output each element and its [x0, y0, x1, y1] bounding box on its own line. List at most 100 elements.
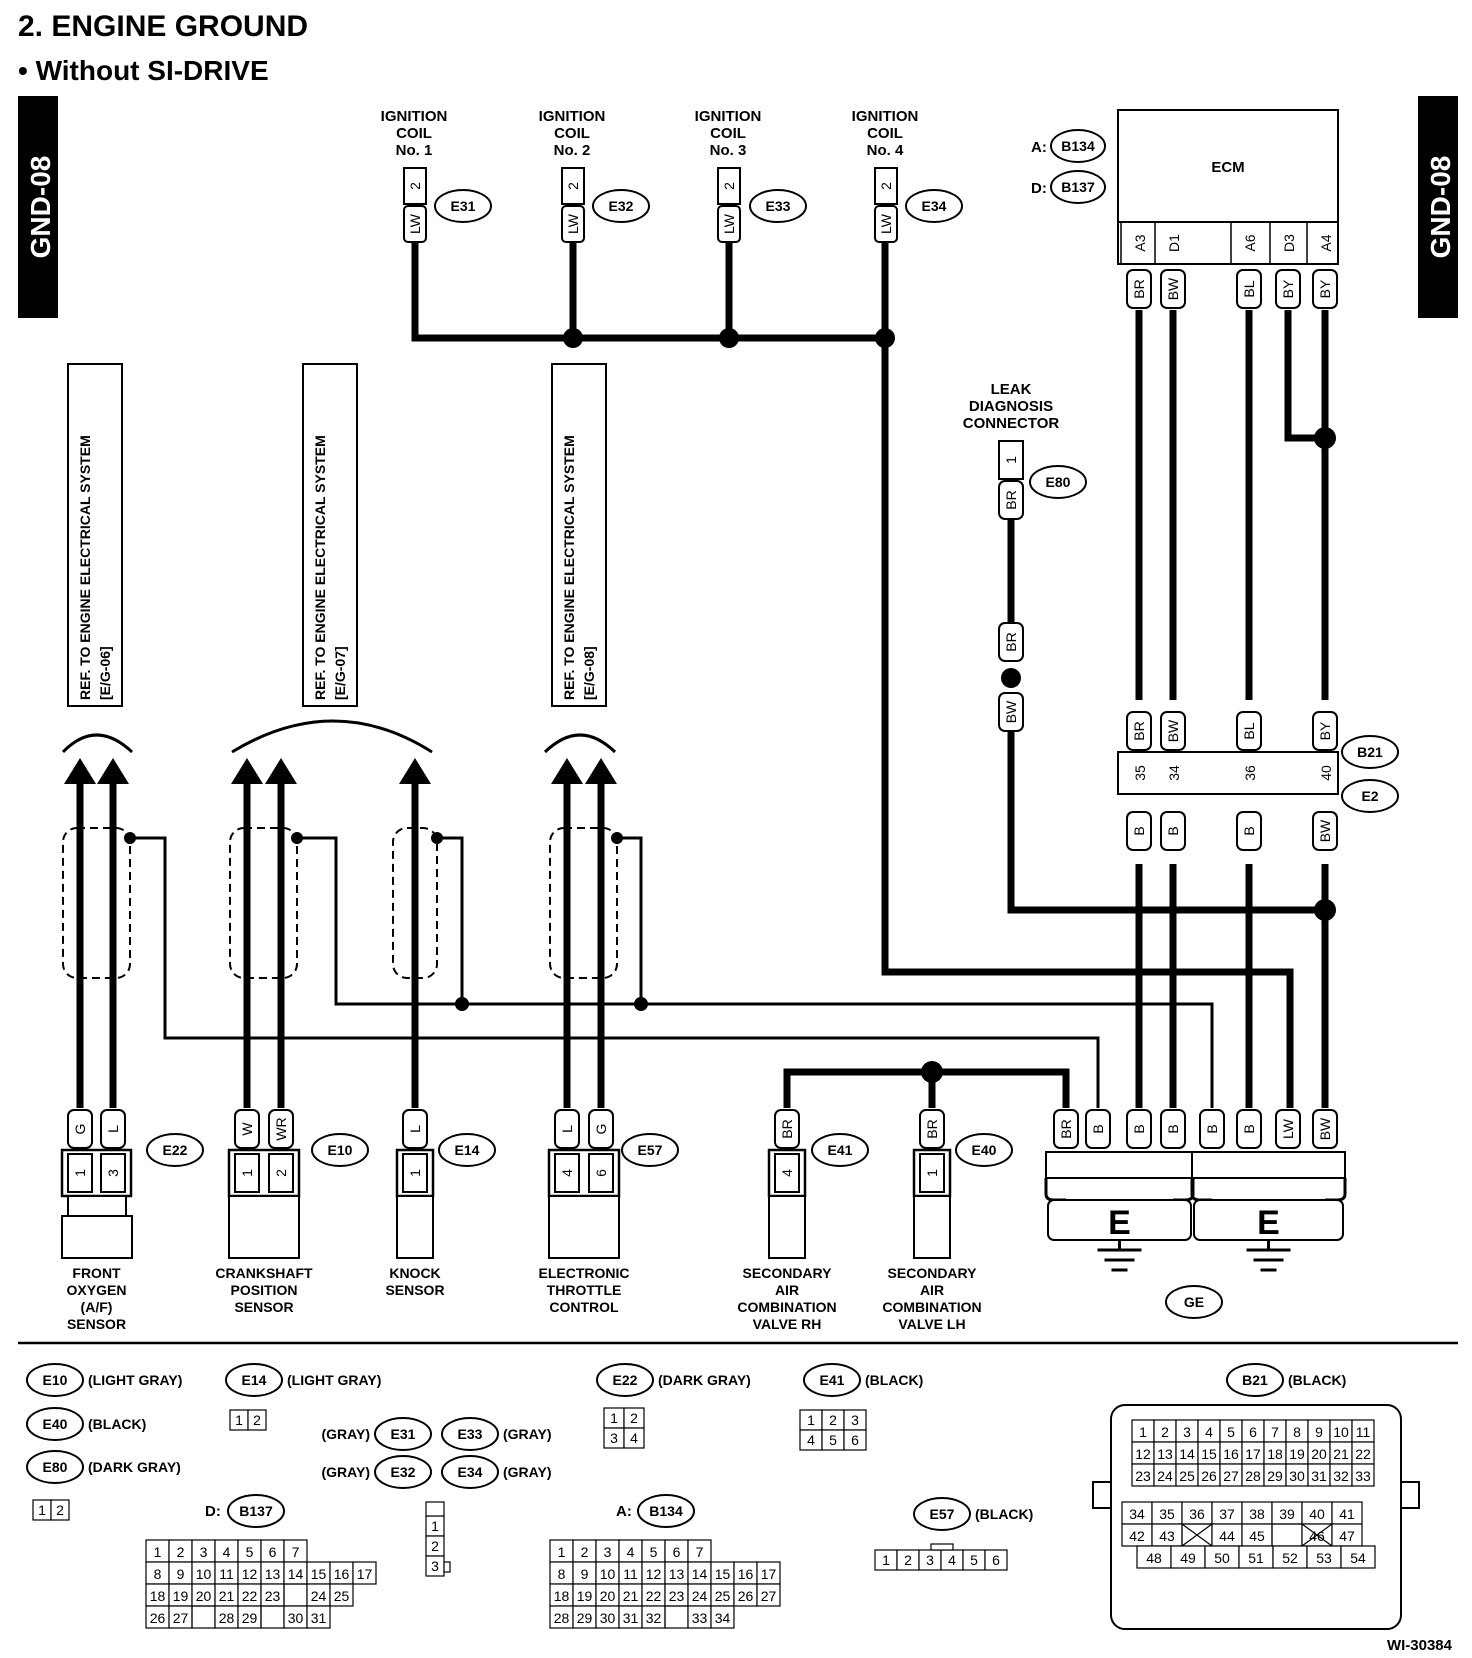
legend-e41-grid-cell — [843, 1429, 867, 1451]
sensor-4-name-line: COMBINATION — [737, 1299, 836, 1315]
secondary-air-wiring — [783, 1061, 1070, 1108]
left-tab — [18, 96, 58, 318]
legend-b21-top-grid-pin: 16 — [1223, 1446, 1239, 1462]
leak-wire-top-box — [998, 480, 1024, 520]
legend-b21-top-grid-pin: 15 — [1201, 1446, 1217, 1462]
ref-box-2-line2: [E/G-07] — [332, 646, 348, 700]
legend-b21-row6-pin: 50 — [1214, 1550, 1230, 1566]
legend-b134-grid-pin: 33 — [692, 1610, 708, 1626]
connector-e57 — [621, 1133, 679, 1167]
legend-b21-top-grid-pin: 3 — [1183, 1424, 1191, 1440]
sensor-2-pin-0: 1 — [407, 1169, 423, 1177]
legend-b21-row6-pin: 51 — [1248, 1550, 1264, 1566]
right-tab-label: GND-08 — [1425, 156, 1456, 259]
legend-b134-grid-pin: 34 — [715, 1610, 731, 1626]
legend-b21-top-grid-pin: 18 — [1267, 1446, 1283, 1462]
ecm-wire-3: BY — [1280, 279, 1296, 298]
legend-b137-grid-pin: 19 — [173, 1588, 189, 1604]
legend-e14-grid-pin: 1 — [235, 1412, 243, 1428]
sensor-5-name-line: AIR — [920, 1282, 944, 1298]
legend-b134-grid-pin: 9 — [581, 1566, 589, 1582]
legend-b134-grid-pin: 12 — [646, 1566, 662, 1582]
legend-e34 — [441, 1455, 499, 1489]
legend-e22-grid-pin: 2 — [630, 1410, 638, 1426]
legend-e14-color: (LIGHT GRAY) — [287, 1372, 381, 1388]
sensor-0-pin-0-box — [67, 1153, 93, 1193]
junction-upper-wire-0-box — [1126, 711, 1152, 751]
legend-e31-color: (GRAY) — [322, 1426, 371, 1442]
legend-e41-grid-pin: 2 — [829, 1412, 837, 1428]
legend-b21-top-grid-pin: 27 — [1223, 1468, 1239, 1484]
legend-b21-top-grid-pin: 10 — [1333, 1424, 1349, 1440]
sensor-5-wire-0-box — [919, 1109, 945, 1149]
junction-lower-wire-1-box — [1160, 811, 1186, 851]
ref-boxes: REF. TO ENGINE ELECTRICAL SYSTEM [E/G-06… — [67, 363, 607, 707]
legend-b134-grid-pin: 19 — [577, 1588, 593, 1604]
legend-b137-grid-pin: 11 — [219, 1566, 234, 1582]
legend-b21-blank-x-icon — [1181, 1523, 1333, 1547]
ground-0-wire-0-box — [1053, 1109, 1079, 1149]
legend-b21-row6-pin: 49 — [1180, 1550, 1196, 1566]
legend-b134-grid-pin: 15 — [715, 1566, 731, 1582]
coil-2-pin-box — [561, 167, 585, 205]
legend-e41-grid-pin: 1 — [807, 1412, 815, 1428]
sensor-3-wire-0: L — [559, 1125, 575, 1133]
ref-box-1-line2: [E/G-06] — [97, 646, 113, 700]
sensor-1-name-line: SENSOR — [234, 1299, 293, 1315]
ecm-wire-4-box — [1312, 269, 1338, 309]
legend-b21-latch-right — [1400, 1481, 1420, 1509]
ground-0-wire-1-box — [1085, 1109, 1111, 1149]
legend-b21-top-grid-pin: 19 — [1289, 1446, 1305, 1462]
legend-e57-grid-pin: 1 — [882, 1552, 890, 1568]
legend-b21-top-grid-pin: 20 — [1311, 1446, 1327, 1462]
legend-b134-grid-pin: 11 — [623, 1566, 638, 1582]
legend-e22-grid-pin: 3 — [610, 1430, 618, 1446]
sensor-1-body — [228, 1195, 300, 1259]
connector-b134 — [1050, 129, 1106, 163]
legend-b21-row6-cell — [1340, 1545, 1376, 1569]
legend-b21-top-grid-pin: 8 — [1293, 1424, 1301, 1440]
legend-b137-grid-pin: 12 — [242, 1566, 258, 1582]
ground-0-wire-0: BR — [1058, 1119, 1074, 1138]
legend-e41-grid-pin: 5 — [829, 1432, 837, 1448]
ground-1-symbol: E — [1257, 1204, 1280, 1242]
connector-e34 — [905, 189, 963, 223]
legend-b137-grid-pin: 20 — [196, 1588, 212, 1604]
legend-e80-color: (DARK GRAY) — [88, 1459, 181, 1475]
connector-e32 — [592, 189, 650, 223]
legend-b21-id: B21 — [1242, 1372, 1268, 1388]
legend-e10 — [26, 1363, 84, 1397]
legend-b134-grid-pin: 28 — [554, 1610, 570, 1626]
sensor-5-body — [913, 1195, 951, 1259]
connector-e14 — [438, 1133, 496, 1167]
legend-b21-top-grid-pin: 23 — [1135, 1468, 1151, 1484]
coil-4-pin-box — [874, 167, 898, 205]
legend-b21-top-grid-pin: 2 — [1161, 1424, 1169, 1440]
sensor-1-wire-1-box — [268, 1109, 294, 1149]
legend-b137-grid-pin: 21 — [219, 1588, 235, 1604]
sensor-0-pin-0: 1 — [72, 1169, 88, 1177]
legend-e31-key — [425, 1501, 445, 1517]
ecm-wire-0: BR — [1131, 279, 1147, 298]
legend-b137-grid-pin: 27 — [173, 1610, 189, 1626]
legend-b21-top-grid-pin: 7 — [1271, 1424, 1279, 1440]
legend-b21-row4-pin: 41 — [1339, 1506, 1355, 1522]
connector-e14-label: E14 — [455, 1142, 480, 1158]
up-arrow-icon — [265, 758, 297, 784]
ref-box-1-line1: REF. TO ENGINE ELECTRICAL SYSTEM — [77, 435, 93, 700]
legend-e32-id: E32 — [391, 1464, 416, 1480]
sensor-1-wire-0-box — [234, 1109, 260, 1149]
ground-1-top — [1191, 1151, 1346, 1179]
sensor-2-wire-0: L — [407, 1125, 423, 1133]
